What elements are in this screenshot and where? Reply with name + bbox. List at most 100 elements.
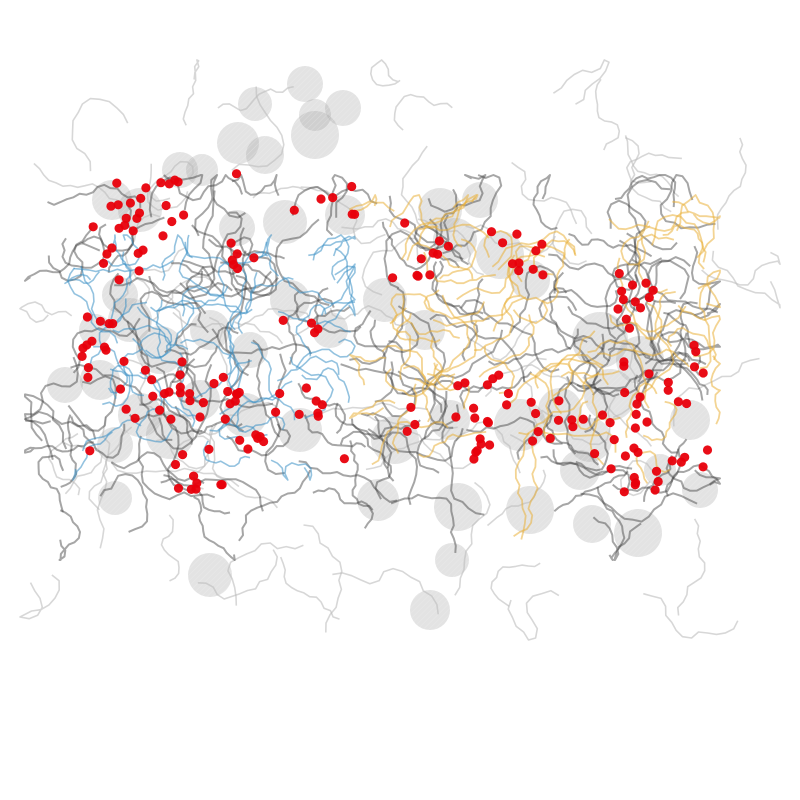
light-trace [64,442,103,495]
red-point [413,271,423,281]
light-trace [252,185,331,199]
red-point [167,216,177,227]
gray-trace [369,319,395,403]
red-point [175,370,185,380]
red-point [185,389,195,399]
red-point [156,178,166,188]
gray-trace [139,398,193,445]
sphere-shading [219,210,255,246]
red-point [175,382,185,392]
gray-trace [231,174,280,197]
blue-trace [73,259,174,273]
red-point [630,480,640,490]
blue-trace [158,299,195,351]
red-point [443,241,453,251]
gray-trace [540,455,633,479]
gray-trace [351,418,421,440]
red-point [609,435,619,445]
red-point [114,223,124,233]
blue-trace [277,355,340,382]
gray-trace [353,310,420,353]
gray-trace [397,370,454,429]
gray-trace [155,366,183,489]
gray-trace [659,174,716,230]
red-point [498,238,508,248]
red-point [648,285,658,295]
gray-trace [170,211,243,277]
red-point [416,254,426,264]
light-trace [711,250,781,309]
red-point [170,175,180,185]
light-trace [582,376,653,447]
blue-trace [161,234,193,281]
orange-trace [406,223,490,261]
orange-trace [568,330,620,378]
red-point [114,275,124,285]
gray-trace [552,449,631,495]
light-trace [677,518,706,616]
red-point [339,454,349,464]
gray-trace [548,232,638,279]
red-point [620,387,630,398]
red-point [289,205,299,215]
red-point [83,372,93,382]
orange-trace [675,194,716,259]
gray-trace [148,174,204,218]
red-point [475,434,485,444]
light-trace [454,481,491,596]
red-point [179,210,189,220]
blue-trace [250,341,296,421]
orange-trace [389,194,439,230]
red-point [613,304,623,314]
sphere-shading [560,450,600,490]
red-point [507,259,518,269]
gray-trace [461,278,484,362]
light-trace [620,459,660,497]
orange-trace [642,400,678,442]
red-point [631,409,641,419]
red-point [82,312,92,322]
red-point [528,436,538,446]
red-point [161,200,171,211]
light-trace [116,358,193,421]
gray-trace [303,414,367,448]
red-point [653,476,663,487]
red-point [204,444,214,454]
red-point [702,445,713,455]
blue-trace [235,407,286,433]
orange-trace [609,305,687,333]
red-point [134,208,145,218]
red-point [663,385,673,395]
sphere-shading [584,369,636,421]
red-point [618,294,629,305]
red-point [106,201,116,211]
gray-trace [487,338,588,366]
light-trace [455,421,521,474]
red-point [231,169,242,179]
sphere-shading [573,505,611,543]
sphere-shading [108,298,152,342]
light-trace [172,311,284,345]
light-trace [624,135,680,198]
orange-trace [456,245,537,301]
light-trace [182,59,200,126]
blue-trace [180,338,240,391]
gray-trace [545,414,599,466]
red-point [482,380,492,390]
light-trace [48,432,81,496]
red-point [170,459,181,470]
red-point [271,407,281,417]
orange-trace [416,242,474,280]
red-point [644,369,654,379]
blue-trace [260,234,280,277]
gray-trace [109,272,152,379]
red-point [82,340,92,350]
gray-trace [334,402,395,482]
red-point [119,356,129,366]
red-point [406,402,416,412]
red-point [235,435,245,445]
gray-trace [532,174,558,231]
orange-trace [509,362,574,405]
